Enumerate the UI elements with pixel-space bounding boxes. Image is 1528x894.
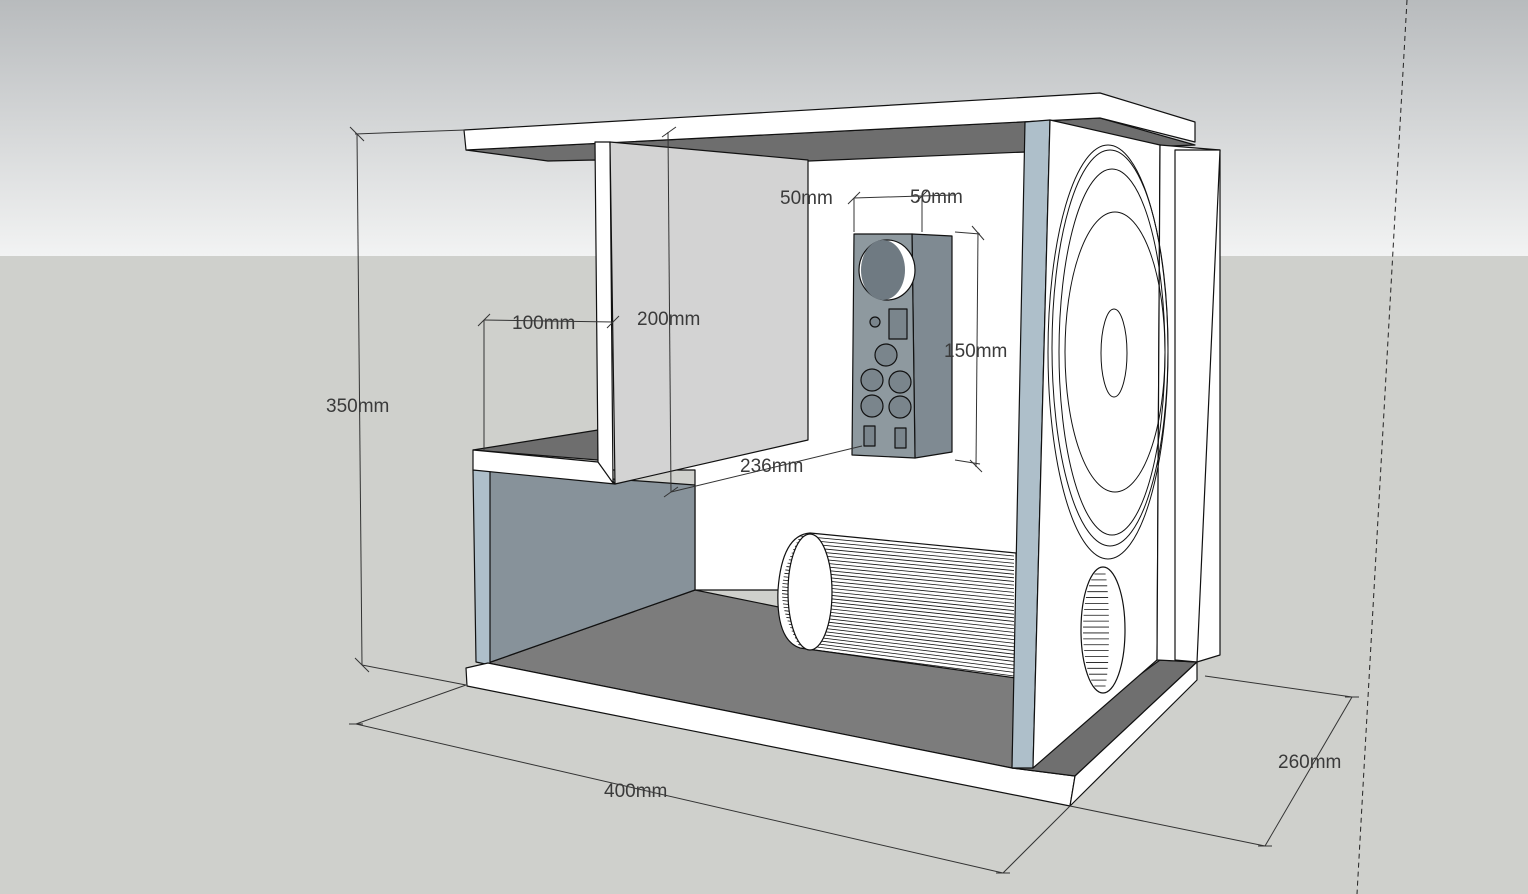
io-usb-hole (863, 425, 876, 447)
port-tube-hatch (798, 644, 1015, 673)
port-tube-hatch (794, 637, 1015, 666)
dim-label-width: 400mm (604, 781, 667, 802)
io-led-hole (869, 316, 881, 328)
bottom-panel-side (1069, 661, 1198, 807)
back-panel-face (1174, 149, 1221, 663)
port-tube-hatch (793, 549, 1015, 571)
port-tube-hatch (791, 552, 1015, 575)
io-jack-hole (888, 395, 912, 419)
port-tube-hatch (796, 542, 1015, 564)
dimension-lines (349, 126, 1359, 874)
io-jack-hole (874, 343, 898, 367)
port-tube-hatch (793, 634, 1015, 662)
port-tube-hatch (794, 545, 1015, 568)
io-usb-hole (894, 427, 907, 449)
dim-label-io-width: 50mm (910, 187, 963, 208)
io-switch-hole (888, 308, 908, 340)
dim-label-shelf-depth: 100mm (512, 313, 575, 334)
port-tube-hatch (799, 535, 1015, 557)
io-jack-hole (888, 370, 912, 394)
top-panel (463, 92, 1196, 151)
left-post (472, 469, 491, 666)
dim-label-io-height: 150mm (944, 341, 1007, 362)
port-tube-hatch (791, 630, 1015, 659)
port-tube-hatch (798, 538, 1015, 561)
port-tube-hatch (796, 640, 1015, 670)
port-tube-hatch (799, 647, 1015, 677)
woofer (1047, 144, 1169, 560)
left-upright (594, 141, 614, 484)
dim-label-height: 350mm (326, 396, 389, 417)
port-tube-hatch (790, 627, 1015, 655)
port-tube (777, 532, 1017, 679)
dim-label-internal-width: 236mm (740, 456, 803, 477)
io-fan-hole-inner (861, 240, 905, 300)
dim-label-io-offset: 50mm (780, 188, 833, 209)
side-port (1080, 566, 1126, 694)
divider-panel (609, 141, 809, 485)
io-jack-hole (860, 368, 884, 392)
dim-label-shelf-height: 200mm (637, 309, 700, 330)
io-jack-hole (860, 394, 884, 418)
dim-label-depth: 260mm (1278, 752, 1341, 773)
